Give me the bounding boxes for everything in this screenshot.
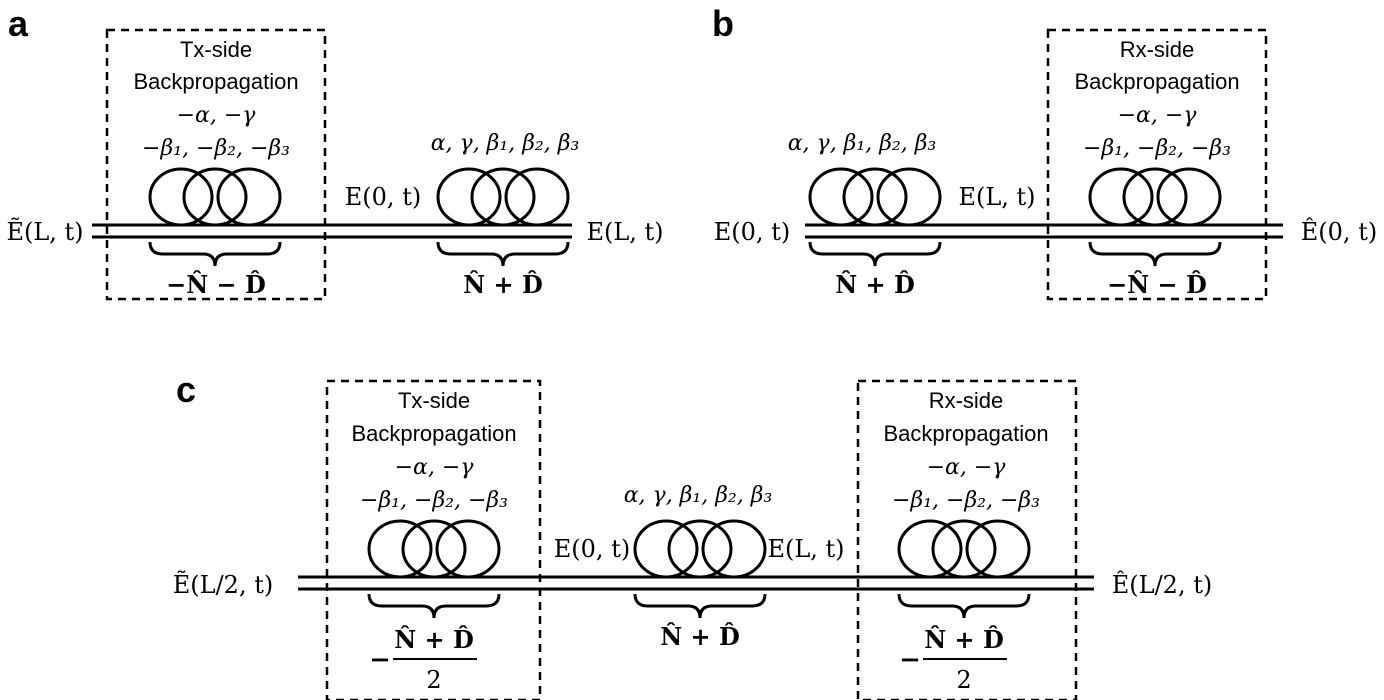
panel-a-fiber-params: α, γ, β₁, β₂, β₃ [431,131,580,156]
panel-a-fiber-operator: N̂ + D̂ [463,270,543,299]
panel-c-tx-box-subtitle: Backpropagation [351,421,516,446]
panel-c-rx-sign: − [899,645,921,675]
panel-a: a Tx-side Backpropagation −α, −γ −β₁, −β… [6,3,664,301]
panel-b-mid-field: E(L, t) [958,183,1035,211]
panel-c-letter: c [176,369,196,410]
panel-b-letter: b [712,3,734,44]
panel-b-box-operator: −N̂ − D̂ [1107,270,1207,299]
panel-c-rx-numerator: N̂ + D̂ [924,625,1004,654]
panel-b-rx-brace-icon [1088,240,1222,268]
panel-a-right-field: E(L, t) [586,218,663,246]
panel-b-rx-coil-icon [1088,167,1222,227]
panel-b-fiber-coil-icon [808,167,942,227]
panel-b-box-params1: −α, −γ [1118,103,1198,128]
panel-c-fiber-brace-icon [633,592,767,620]
panel-c-mid-left-field: E(0, t) [554,535,630,563]
panel-c-right-field: Ê(L/2, t) [1112,570,1212,599]
panel-b-box-params2: −β₁, −β₂, −β₃ [1083,136,1231,161]
panel-a-box-title: Tx-side [180,37,252,62]
panel-b-fiber-operator: N̂ + D̂ [835,270,915,299]
panel-c-fiber-params: α, γ, β₁, β₂, β₃ [624,483,773,508]
panel-c-rx-box-params1: −α, −γ [927,455,1007,480]
panel-a-fiber-brace-icon [436,240,570,268]
panel-c-mid-right-field: E(L, t) [767,535,844,563]
panel-a-left-field: Ẽ(L, t) [6,216,83,246]
panel-b-rx-box [1046,28,1268,301]
panel-b-box-title: Rx-side [1120,37,1195,62]
panel-c-tx-sign: − [369,645,391,675]
panel-c-tx-box-title: Tx-side [398,388,470,413]
panel-a-letter: a [8,3,29,44]
panel-c-tx-coil-icon [367,519,501,579]
panel-b-box-subtitle: Backpropagation [1074,69,1239,94]
panel-c-rx-coil-icon [897,519,1031,579]
panel-c-rx-box-params2: −β₁, −β₂, −β₃ [892,488,1040,513]
panel-c-tx-numerator: N̂ + D̂ [394,625,474,654]
panel-c-rx-denominator: 2 [956,666,971,694]
panel-b: b α, γ, β₁, β₂, β₃ N̂ + D̂ Rx-side Backp… [712,3,1377,301]
panel-c-rx-brace-icon [897,592,1031,620]
panel-a-tx-brace-icon [148,240,282,268]
panel-b-left-field: E(0, t) [714,218,790,246]
panel-a-box-subtitle: Backpropagation [133,69,298,94]
panel-a-mid-field: E(0, t) [345,183,421,211]
panel-a-tx-coil-icon [148,167,282,227]
panel-c-rx-box [856,379,1078,700]
panel-a-fiber-coil-icon [436,167,570,227]
panel-c-rx-box-title: Rx-side [929,388,1004,413]
panel-c-fiber-operator: N̂ + D̂ [660,622,740,651]
panel-c-left-field: Ẽ(L/2, t) [173,569,273,599]
panel-a-tx-box [105,28,327,301]
panel-b-fiber-params: α, γ, β₁, β₂, β₃ [788,131,937,156]
panel-c: c Tx-side Backpropagation −α, −γ −β₁, −β… [173,369,1212,700]
panel-a-box-operator: −N̂ − D̂ [166,270,266,299]
panel-b-fiber-brace-icon [808,240,942,268]
panel-a-box-params2: −β₁, −β₂, −β₃ [142,136,290,161]
panel-c-tx-box-params2: −β₁, −β₂, −β₃ [360,488,508,513]
panel-c-rx-box-subtitle: Backpropagation [883,421,1048,446]
panel-a-box-params1: −α, −γ [177,103,257,128]
panel-b-right-field: Ê(0, t) [1301,217,1377,246]
panel-c-tx-box-params1: −α, −γ [395,455,475,480]
panel-c-fiber-coil-icon [633,519,767,579]
panel-c-tx-brace-icon [367,592,501,620]
panel-c-tx-denominator: 2 [426,666,441,694]
